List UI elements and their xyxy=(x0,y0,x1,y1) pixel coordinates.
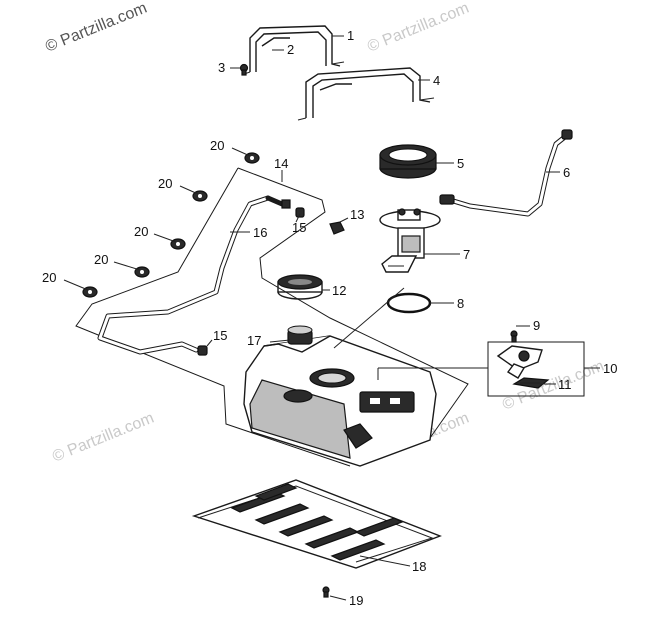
callout-16: 16 xyxy=(253,225,267,240)
bolt-part-3 xyxy=(239,63,249,76)
bolt-part-19 xyxy=(322,586,330,598)
fuel-pump-part-7 xyxy=(379,208,441,273)
hose-clamp-part-15a xyxy=(295,207,305,218)
callout-4: 4 xyxy=(433,73,440,88)
callout-20e: 20 xyxy=(42,270,56,285)
callout-15b: 15 xyxy=(213,328,227,343)
sender-group-part-10 xyxy=(487,330,585,397)
callout-7: 7 xyxy=(463,247,470,262)
fuel-hose-part-6 xyxy=(439,129,573,217)
callout-2: 2 xyxy=(287,42,294,57)
callout-15a: 15 xyxy=(292,220,306,235)
callout-5: 5 xyxy=(457,156,464,171)
callout-8: 8 xyxy=(457,296,464,311)
callout-19: 19 xyxy=(349,593,363,608)
callout-20c: 20 xyxy=(134,224,148,239)
callout-17: 17 xyxy=(247,333,261,348)
callout-20d: 20 xyxy=(94,252,108,267)
callout-12: 12 xyxy=(332,283,346,298)
bracket-part-1 xyxy=(243,25,345,75)
callout-10: 10 xyxy=(603,361,617,376)
callout-1: 1 xyxy=(347,28,354,43)
callout-20a: 20 xyxy=(210,138,224,153)
clip-part-13 xyxy=(329,221,345,235)
clip-part-20-d xyxy=(134,266,150,278)
callout-11: 11 xyxy=(558,377,572,392)
fuel-tank-part-17 xyxy=(243,325,437,467)
filler-cap-part-12 xyxy=(277,274,323,300)
leader-lines xyxy=(63,35,600,601)
watermark-top-right: © Partzilla.com xyxy=(365,0,471,56)
lock-ring-part-5 xyxy=(379,144,437,179)
bracket-part-4 xyxy=(297,67,435,121)
skid-plate-part-18 xyxy=(191,479,442,569)
callout-18: 18 xyxy=(412,559,426,574)
breather-hose-group-part-14 xyxy=(75,167,469,467)
watermark-top-left: © Partzilla.com xyxy=(43,0,149,56)
callout-13: 13 xyxy=(350,207,364,222)
callout-6: 6 xyxy=(563,165,570,180)
callout-labels: 1 2 3 4 5 6 7 8 9 10 11 12 13 14 15 15 1… xyxy=(42,28,617,608)
skid-plate-slots xyxy=(230,483,404,561)
watermark-mid-left: © Partzilla.com xyxy=(50,410,156,466)
callout-9: 9 xyxy=(533,318,540,333)
callout-3: 3 xyxy=(218,60,225,75)
hose-clamp-part-15b xyxy=(197,345,208,356)
callout-20b: 20 xyxy=(158,176,172,191)
callout-14: 14 xyxy=(274,156,288,171)
